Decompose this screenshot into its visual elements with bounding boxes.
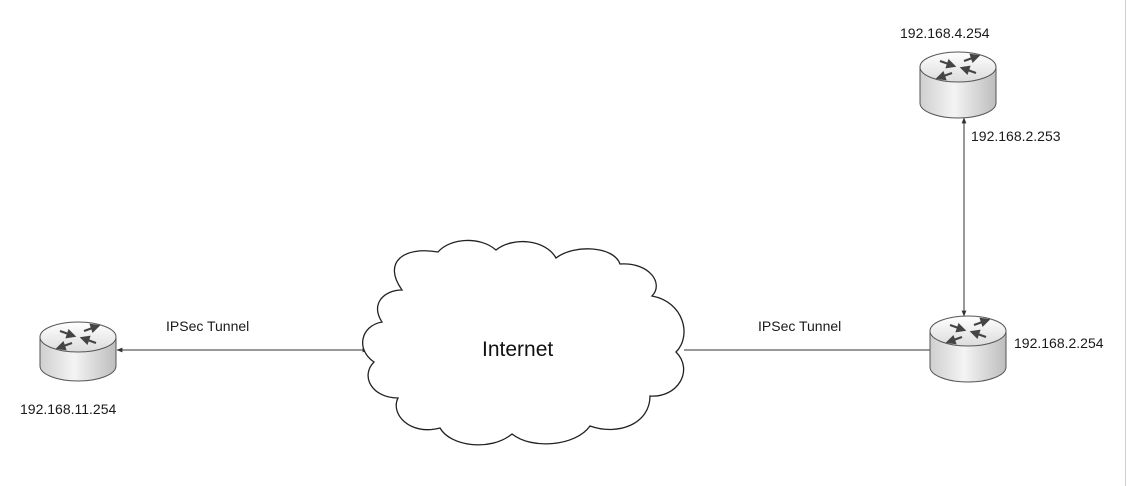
router-top-link-ip: 192.168.2.253 xyxy=(971,128,1061,144)
tunnel-left-label: IPSec Tunnel xyxy=(166,318,250,334)
router-right-ip: 192.168.2.254 xyxy=(1014,335,1104,351)
internet-cloud-icon xyxy=(362,239,685,446)
page-edge-divider xyxy=(1125,0,1126,486)
router-left-icon xyxy=(39,321,117,382)
router-top-ip: 192.168.4.254 xyxy=(900,25,990,41)
router-right-icon xyxy=(929,315,1007,383)
tunnel-right-label: IPSec Tunnel xyxy=(758,318,842,334)
router-left-ip: 192.168.11.254 xyxy=(20,401,117,417)
cloud-label: Internet xyxy=(482,338,554,361)
router-top-icon xyxy=(919,51,997,119)
